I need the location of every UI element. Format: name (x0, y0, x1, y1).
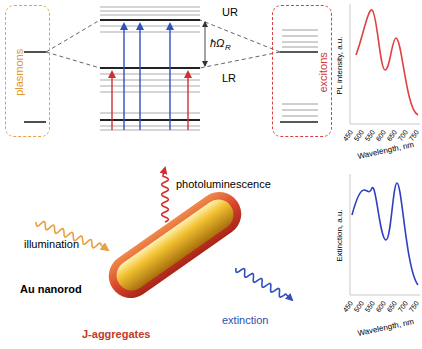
part-label: Au nanorod (20, 283, 82, 296)
exciton-levels (282, 30, 318, 116)
axis-label: Wavelength, nm (357, 140, 415, 161)
level-label: LR (222, 72, 236, 85)
process-label: illumination (24, 238, 79, 251)
process-label: photoluminescence (176, 178, 271, 191)
axis-label: PL intensity, a.u. (335, 36, 344, 94)
plasmon-levels (24, 52, 46, 122)
polariton-levels (100, 7, 200, 130)
box-label: plasmons (13, 48, 26, 95)
rabi-label: ħΩ (210, 37, 225, 50)
light-waves (36, 168, 292, 300)
process-label: extinction (222, 314, 268, 327)
pl-curve (356, 10, 418, 115)
coupling-lines (46, 20, 280, 68)
nanorod (100, 183, 250, 306)
transition-arrows (112, 24, 188, 130)
rabi-arrow (205, 22, 206, 66)
state-box: plasmons (5, 5, 50, 137)
extinction-curve (352, 183, 418, 285)
axis-label: Wavelength, nm (357, 317, 415, 338)
wave-arrow (236, 268, 292, 300)
part-label: J-aggregates (82, 328, 150, 341)
rabi-subscript: R (225, 43, 231, 52)
box-label: excitons (317, 52, 330, 92)
tick-label: 750 (408, 300, 421, 314)
chart-axes (350, 4, 420, 295)
state-box: excitons (272, 5, 332, 137)
axis-label: Extinction, a.u. (335, 209, 344, 261)
level-label: UR (222, 6, 238, 19)
wave-arrow (162, 168, 169, 222)
